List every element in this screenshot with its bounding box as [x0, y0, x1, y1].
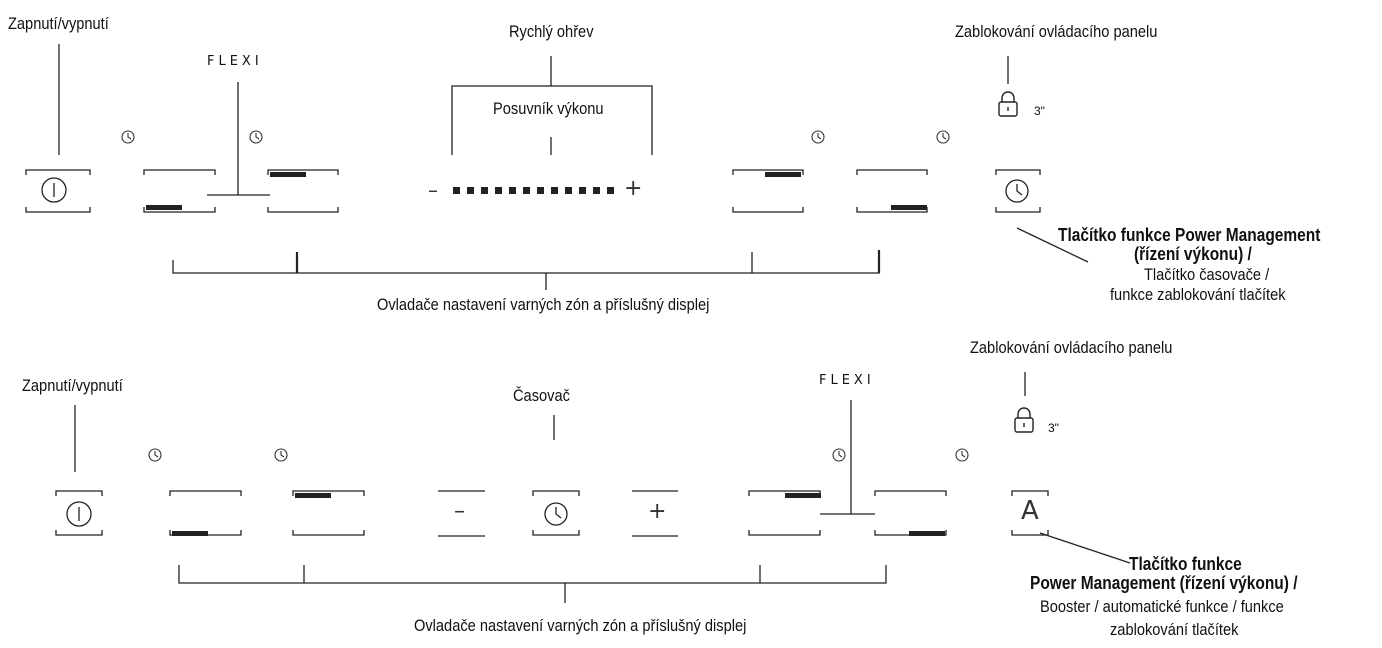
boost-label: Rychlý ohřev	[509, 22, 594, 41]
slider-plus[interactable]: +	[624, 176, 643, 201]
zone-timer-icon	[274, 448, 288, 462]
timer-button-bottom-bracket	[995, 207, 1041, 213]
power-slider[interactable]	[453, 187, 614, 194]
lock-time-2: 3"	[1048, 421, 1059, 435]
power-icon	[41, 177, 67, 203]
zone3-bottom-bracket	[732, 207, 804, 213]
flexi-label-2: FLEXI	[819, 373, 875, 388]
timer-icon	[1005, 179, 1029, 203]
zone-timer-icon	[832, 448, 846, 462]
power-label-2: Zapnutí/vypnutí	[22, 376, 123, 395]
plus-button[interactable]: +	[648, 499, 667, 524]
zone-timer-icon	[811, 130, 825, 144]
zones-label-2: Ovladače nastavení varných zón a přísluš…	[414, 616, 747, 635]
zone1-bottom-bracket	[143, 207, 216, 213]
auto-button[interactable]: A	[1021, 496, 1039, 526]
zones-bracket-2	[178, 565, 887, 584]
timer-button-top-bracket	[995, 169, 1041, 175]
pm2-title-1: Tlačítko funkce	[1129, 554, 1242, 574]
zones-bracket	[172, 250, 880, 274]
zone-timer-icon	[148, 448, 162, 462]
zones-label: Ovladače nastavení varných zón a přísluš…	[377, 295, 710, 314]
pm2-sub-2: zablokování tlačítek	[1110, 620, 1239, 639]
timer-label: Časovač	[513, 386, 570, 405]
pm-title-1: Tlačítko funkce Power Management	[1058, 225, 1321, 245]
power-button-bottom-bracket	[25, 207, 91, 213]
lock-label-2: Zablokování ovládacího panelu	[970, 338, 1173, 357]
lock-label: Zablokování ovládacího panelu	[955, 22, 1158, 41]
zone-timer-icon	[249, 130, 263, 144]
power-button-top-bracket	[25, 169, 91, 175]
pm2-sub-1: Booster / automatické funkce / funkce	[1040, 597, 1284, 616]
zone1-top-bracket	[143, 169, 216, 175]
minus-button[interactable]: –	[454, 499, 465, 524]
zone-timer-icon	[936, 130, 950, 144]
flexi-label: FLEXI	[207, 54, 263, 69]
zone3-top-bracket	[732, 169, 804, 175]
power-button2-top-bracket	[55, 490, 103, 496]
timer-icon-2	[544, 502, 568, 526]
lock-icon-2	[1014, 407, 1034, 433]
pm-leader-line	[1016, 227, 1089, 263]
pm-title-2: (řízení výkonu) /	[1134, 244, 1252, 264]
boost-bracket	[451, 85, 653, 155]
pm-sub-2: funkce zablokování tlačítek	[1110, 285, 1286, 304]
lock-time: 3"	[1034, 104, 1045, 118]
zone2-bottom-bracket	[267, 207, 339, 213]
pm2-title-2: Power Management (řízení výkonu) /	[1030, 573, 1298, 593]
pm-sub-1: Tlačítko časovače /	[1144, 265, 1270, 284]
zone-timer-icon	[955, 448, 969, 462]
zone2-top-bracket	[267, 169, 339, 175]
pm-leader-line-2	[1039, 532, 1131, 564]
power-label: Zapnutí/vypnutí	[8, 14, 109, 33]
slider-label: Posuvník výkonu	[493, 99, 604, 118]
lock-icon	[998, 91, 1018, 117]
power-icon-2	[66, 501, 92, 527]
zone4-top-bracket	[856, 169, 928, 175]
zone-timer-icon	[121, 130, 135, 144]
power-button2-bottom-bracket	[55, 530, 103, 536]
slider-minus[interactable]: –	[428, 178, 438, 202]
